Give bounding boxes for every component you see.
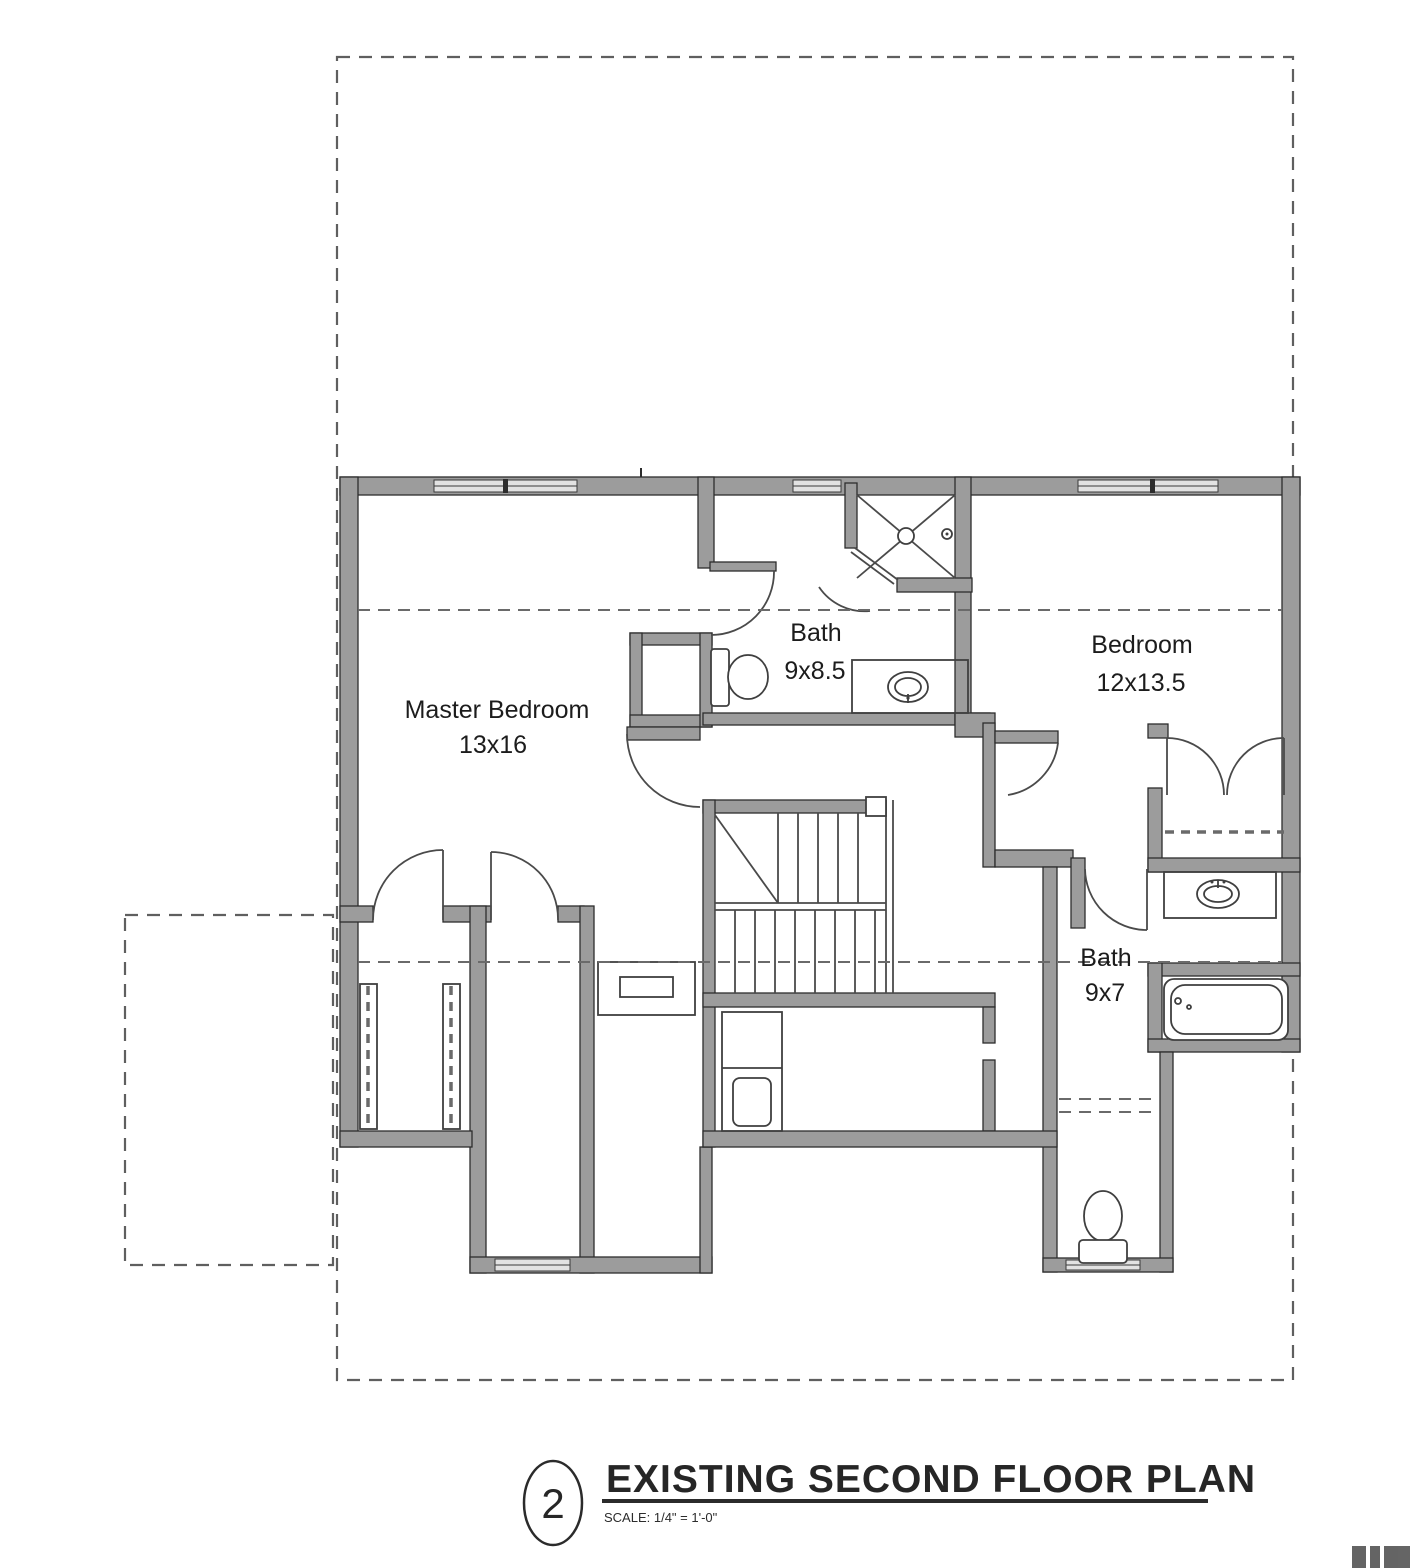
- hall-cabinet: [597, 961, 696, 1016]
- bath-door-swing: [710, 570, 775, 636]
- windows: [433, 468, 1219, 1272]
- walls: [339, 476, 1301, 1274]
- bath-lower-door: [1084, 868, 1148, 931]
- window-bedroom-north: [1077, 479, 1219, 493]
- master-door-leaf: [626, 726, 701, 741]
- closet-door-right: [490, 851, 559, 921]
- tub-faucet: [1174, 997, 1182, 1005]
- drawing-number: 2: [541, 1480, 564, 1527]
- wall-exterior-southeast: [1147, 1038, 1301, 1053]
- label-bath-lower-dims: 9x7: [1085, 979, 1125, 1007]
- window-bath-north: [792, 479, 842, 493]
- bath-door-leaf: [709, 561, 777, 572]
- corner-shower: [818, 482, 973, 613]
- washer-door: [732, 1077, 772, 1127]
- wall-bath-south: [702, 712, 991, 726]
- wall-hall-south: [702, 1130, 1058, 1148]
- washer-unit: [721, 1011, 783, 1132]
- corner-watermark: [1352, 1546, 1410, 1568]
- bath-upper-fixtures: [710, 648, 969, 714]
- drawing-number-bubble: [522, 1459, 584, 1547]
- roof-outline-left-rect: [123, 913, 335, 1267]
- label-bedroom: Bedroom: [1091, 631, 1192, 659]
- vanity-sink: [1163, 871, 1277, 919]
- closet-rod-shelves: [359, 983, 461, 1130]
- wall-stair-north: [702, 799, 887, 814]
- label-master-bedroom: Master Bedroom: [405, 696, 590, 724]
- wall-bedroom-closet-south: [1147, 857, 1301, 873]
- drawing-title: EXISTING SECOND FLOOR PLAN: [606, 1458, 1256, 1501]
- shower-drain: [897, 527, 915, 545]
- bathtub: [1163, 978, 1289, 1041]
- vanity-sink: [851, 659, 969, 714]
- wall-wc-east: [1159, 1051, 1174, 1273]
- label-master-bedroom-dims: 13x16: [459, 731, 527, 759]
- label-bath-lower: Bath: [1080, 944, 1131, 972]
- doors: [372, 570, 1285, 931]
- bedroom-door-leaf: [994, 730, 1059, 744]
- toilet: [710, 648, 769, 707]
- wall-wc-west: [1042, 866, 1058, 1273]
- showerhead-icon: [941, 528, 953, 540]
- wall-exterior-west: [339, 476, 359, 1148]
- wall-bath-west: [697, 476, 715, 569]
- wc-toilet: [1078, 1190, 1128, 1264]
- label-bath-upper: Bath: [790, 619, 841, 647]
- stairs: [714, 796, 894, 993]
- closet-door-left: [372, 849, 444, 921]
- master-door-swing: [626, 733, 701, 808]
- ceiling-break-lines: [358, 609, 1282, 963]
- wall-closet-south: [339, 1130, 473, 1148]
- bath-lower-fixtures: [1059, 871, 1289, 1264]
- newel-post: [865, 796, 887, 817]
- french-closet-doors: [1166, 737, 1285, 796]
- title-underline: [602, 1499, 1208, 1503]
- room-labels: Master Bedroom 13x16 Bath 9x8.5 Bedroom …: [405, 619, 1193, 1007]
- wall-stair-west: [702, 799, 716, 1148]
- wall-stair-south: [702, 992, 996, 1008]
- bedroom-door-swing: [1007, 742, 1059, 796]
- window-master-north: [433, 479, 578, 493]
- title-block: 2 EXISTING SECOND FLOOR PLAN SCALE: 1/4"…: [522, 1458, 1256, 1547]
- label-bedroom-dims: 12x13.5: [1097, 669, 1186, 697]
- window-walkin-south: [494, 1258, 571, 1272]
- label-bath-upper-dims: 9x8.5: [784, 657, 845, 685]
- stair-run-diagonal: [714, 814, 779, 904]
- scale-note: SCALE: 1/4" = 1'-0": [604, 1510, 718, 1525]
- shower-door: [818, 547, 899, 613]
